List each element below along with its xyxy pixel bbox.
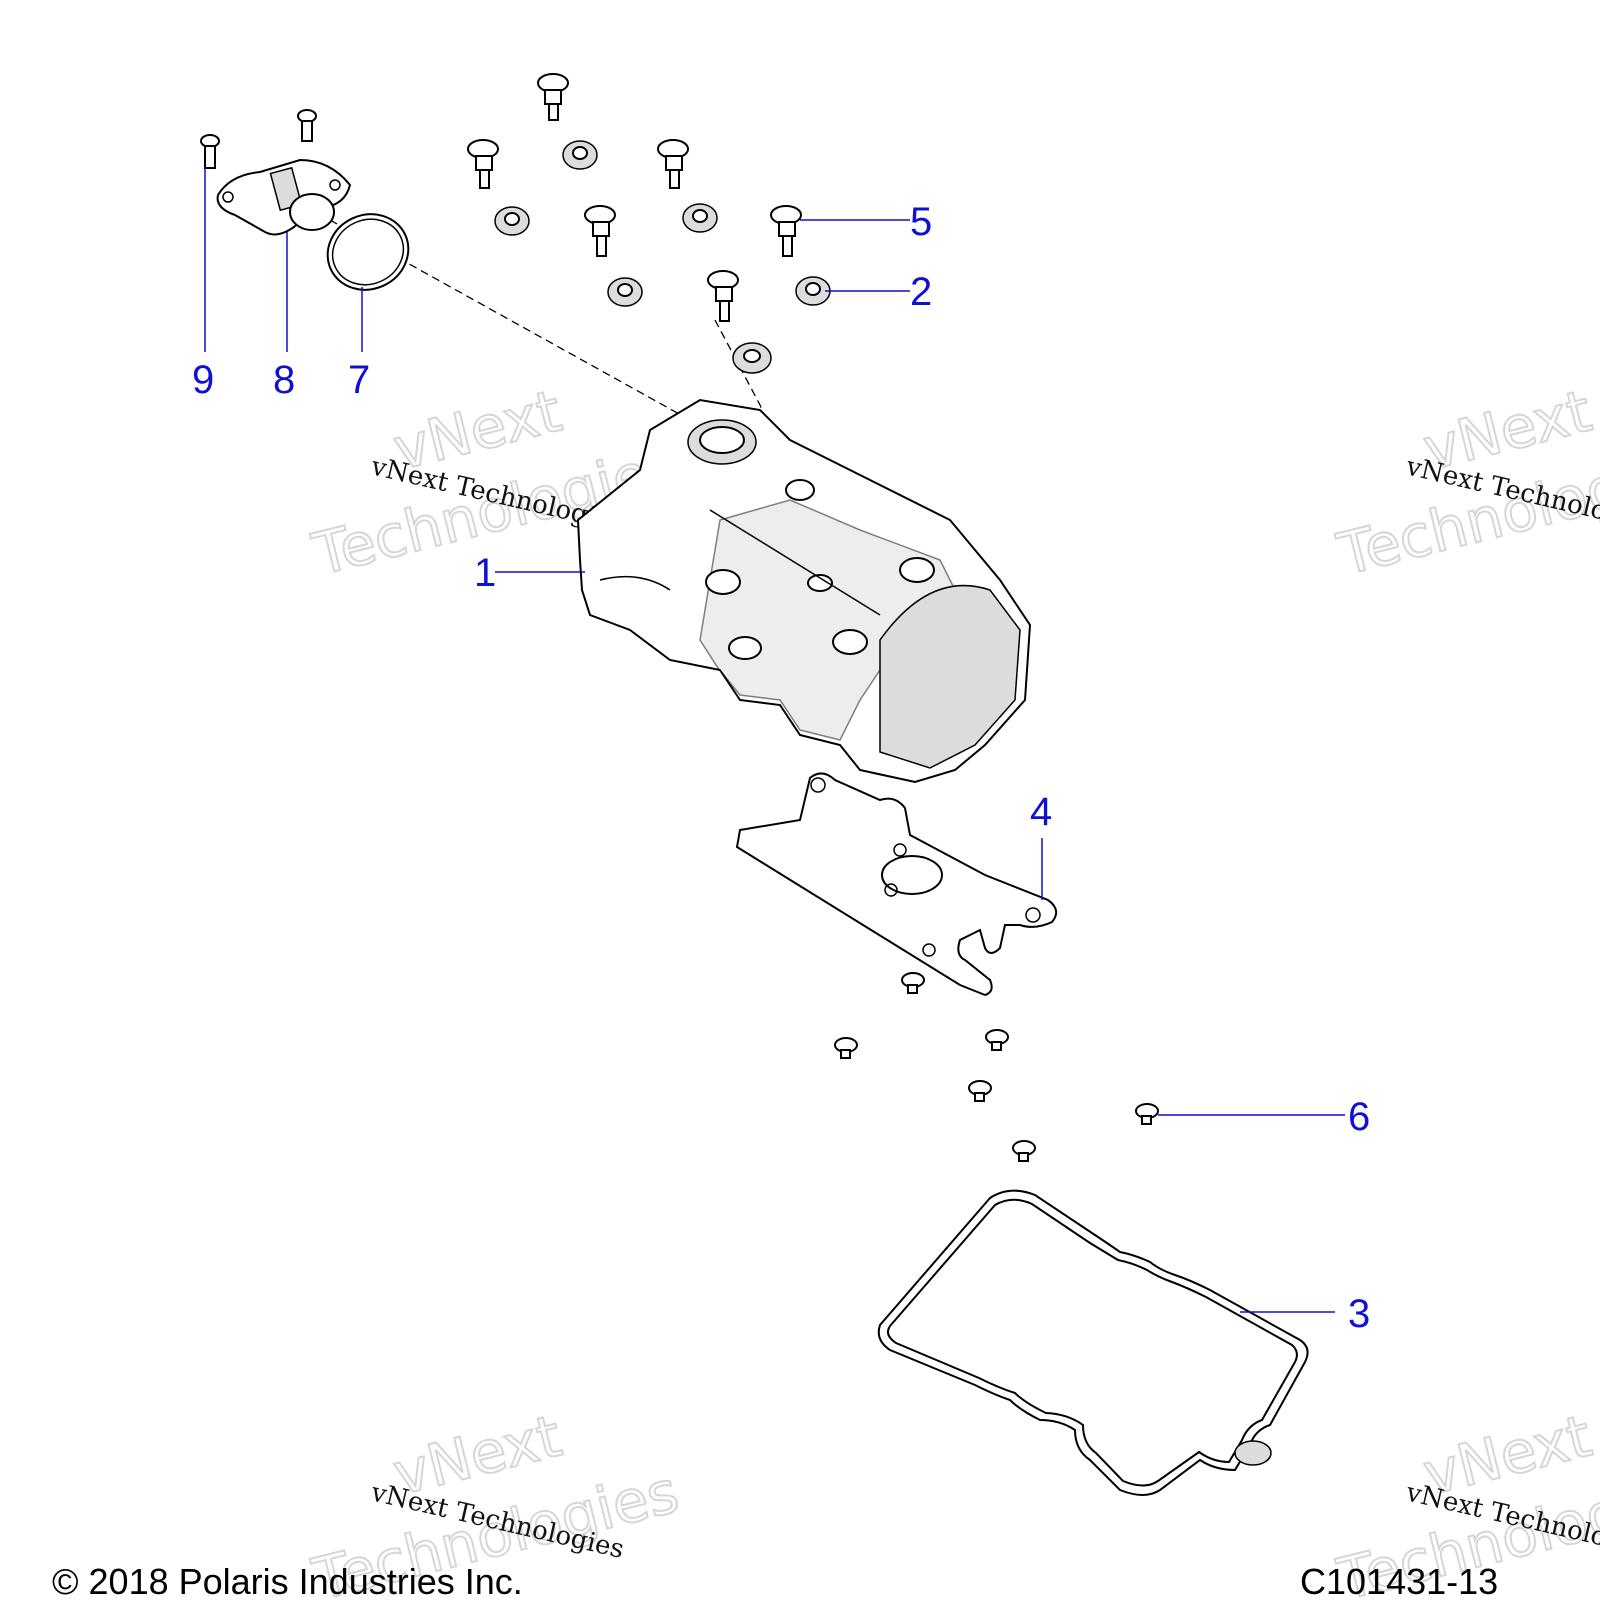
small-screw <box>834 1037 858 1059</box>
bolt <box>467 139 499 189</box>
callout-6: 6 <box>1348 1095 1370 1139</box>
grommet <box>682 203 718 233</box>
callout-5: 5 <box>910 200 932 244</box>
callout-4: 4 <box>1030 790 1052 834</box>
cover-bolts-5 <box>467 73 802 322</box>
screws-6 <box>834 972 1159 1162</box>
watermark-top-right: vNext Technologies vNext Technologies <box>1330 376 1600 590</box>
small-screw <box>1012 1140 1036 1162</box>
grommet <box>732 342 772 374</box>
small-screw <box>901 972 925 994</box>
assembly-line-bolt <box>714 319 851 631</box>
o-ring-7 <box>326 213 410 291</box>
callout-7: 7 <box>348 358 370 402</box>
small-screw <box>1135 1103 1159 1125</box>
small-screw <box>985 1029 1009 1051</box>
grommet <box>607 277 643 307</box>
callout-8: 8 <box>273 358 295 402</box>
valve-cover-1 <box>576 398 1032 784</box>
drawing-number: C101431-13 <box>1300 1561 1498 1600</box>
perimeter-gasket-3 <box>877 1189 1309 1496</box>
copyright-text: © 2018 Polaris Industries Inc. <box>52 1561 523 1600</box>
callout-2: 2 <box>910 270 932 314</box>
bolt <box>584 205 616 257</box>
bolt <box>707 270 739 322</box>
breather-housing-8 <box>216 158 352 236</box>
grommet <box>795 276 831 306</box>
grommets-2 <box>494 140 831 374</box>
callout-1: 1 <box>474 551 496 595</box>
bolt <box>770 205 802 257</box>
bolt <box>657 139 689 189</box>
screw-9 <box>200 134 220 169</box>
grommet <box>494 206 530 236</box>
grommet <box>562 140 598 170</box>
gasket-plate-4 <box>735 772 1058 997</box>
screw-9-second <box>297 109 317 142</box>
small-screw <box>968 1080 992 1102</box>
callout-9: 9 <box>192 358 214 402</box>
callout-3: 3 <box>1348 1292 1370 1336</box>
bolt <box>537 73 569 121</box>
